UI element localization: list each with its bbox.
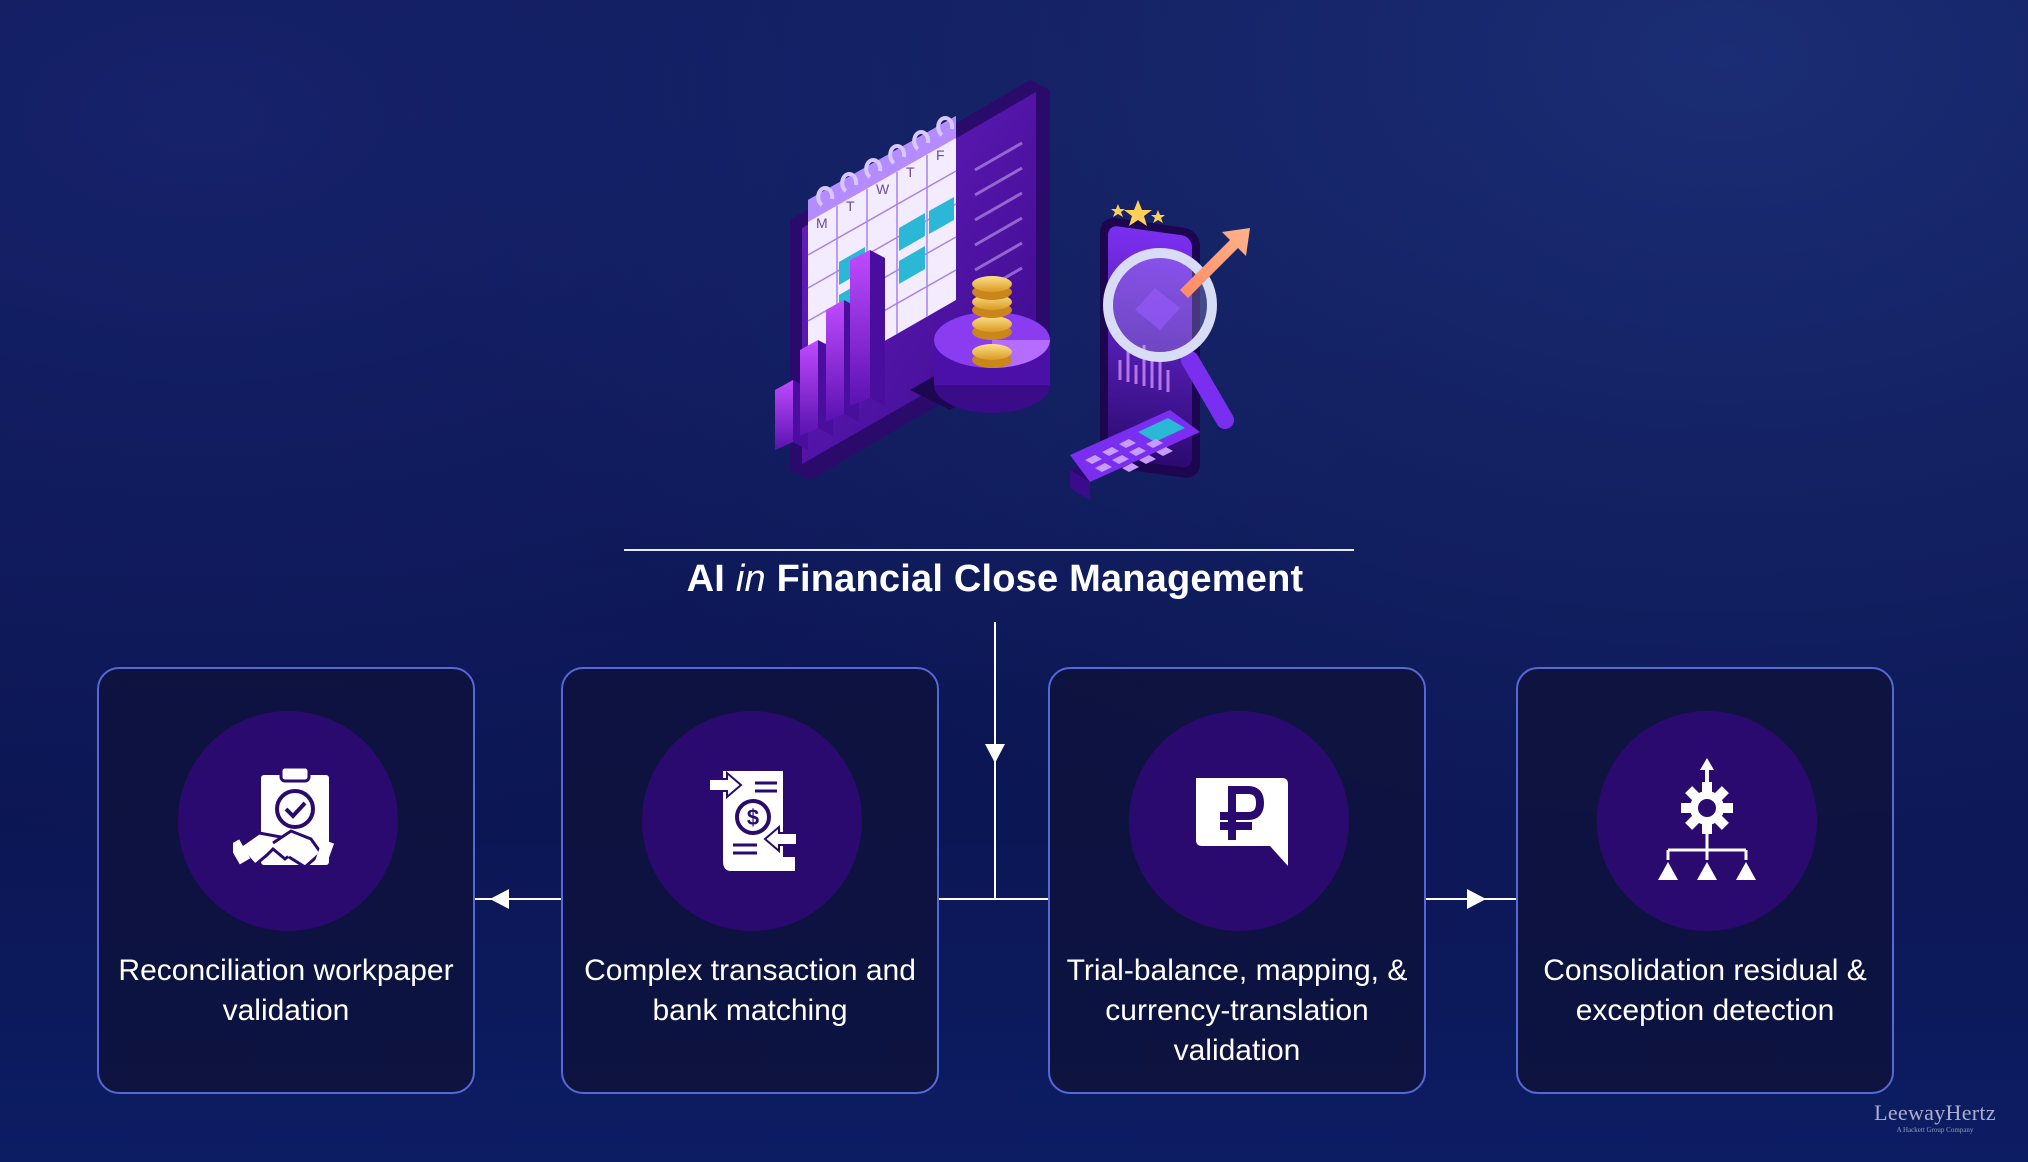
financial-close-illustration: M T W T F: [775, 80, 1250, 500]
title-suffix: Financial Close Management: [776, 558, 1304, 600]
coin-stack-icon: [972, 276, 1012, 368]
title-prefix: AI: [686, 558, 726, 600]
card-consolidation-exception: Consolidation residual & exception detec…: [1516, 667, 1894, 1094]
brand-tagline: A Hackett Group Company: [1896, 1126, 1974, 1134]
svg-text:W: W: [876, 181, 890, 197]
card-label: Trial-balance, mapping, & currency-trans…: [1066, 954, 1408, 1067]
card-reconciliation-workpaper: Reconciliation workpaper validation: [97, 667, 475, 1094]
card-icon-badge: [1129, 711, 1349, 931]
brand-logo: LeewayHertz A Hackett Group Company: [1860, 1100, 2010, 1134]
smartphone-icon: [1100, 200, 1200, 478]
svg-text:F: F: [936, 147, 945, 163]
svg-text:T: T: [906, 164, 915, 180]
gear-hierarchy-icon: [1658, 758, 1756, 880]
transaction-document-icon: $: [708, 770, 798, 871]
title-divider: [624, 549, 1354, 551]
arrow-left-icon: [490, 889, 509, 909]
card-icon-badge: [1597, 711, 1817, 931]
card-label: Reconciliation workpaper validation: [118, 954, 454, 1027]
svg-text:M: M: [816, 215, 828, 231]
card-label: Complex transaction and bank matching: [584, 954, 916, 1027]
arrow-down-icon: [985, 744, 1005, 763]
card-icon-badge: $: [642, 711, 862, 931]
arrow-right-icon: [1467, 889, 1486, 909]
brand-name: LeewayHertz: [1874, 1100, 1996, 1125]
svg-text:$: $: [747, 805, 759, 830]
card-label: Consolidation residual & exception detec…: [1543, 954, 1867, 1027]
bar-chart-icon: [775, 250, 885, 450]
calculator-icon: [1070, 410, 1200, 500]
card-icon-badge: [178, 711, 398, 931]
page-title: AI in Financial Close Management: [520, 558, 1470, 601]
ruble-currency-bubble-icon: [1196, 778, 1288, 866]
title-italic: in: [735, 558, 766, 600]
trend-arrow-icon: [1180, 228, 1250, 298]
card-trial-balance-validation: Trial-balance, mapping, & currency-trans…: [1048, 667, 1426, 1094]
svg-text:T: T: [846, 198, 855, 214]
magnifying-glass-icon: [1103, 248, 1234, 429]
card-transaction-matching: $ Complex transaction and bank matching: [561, 667, 939, 1094]
clipboard-handshake-icon: [233, 765, 335, 869]
